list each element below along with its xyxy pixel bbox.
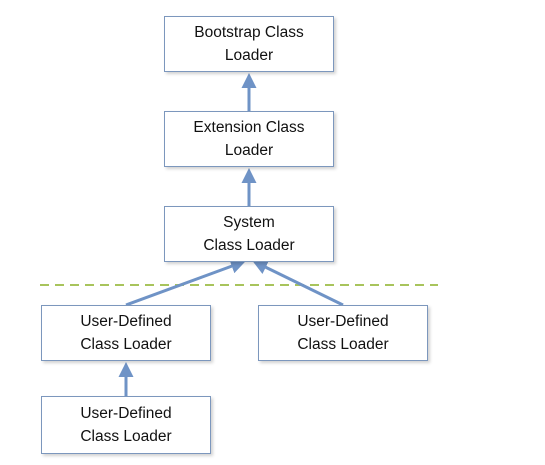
arrow-user-right-to-system <box>252 260 344 307</box>
system-class-loader-box: System Class Loader <box>164 206 334 262</box>
extension-class-loader-label: Extension Class Loader <box>193 119 305 159</box>
bootstrap-class-loader-box: Bootstrap Class Loader <box>164 16 334 72</box>
user-defined-class-loader-left-box: User-Defined Class Loader <box>41 305 211 361</box>
user-defined-class-loader-right-label: User-Defined Class Loader <box>297 313 389 353</box>
user-defined-class-loader-left-label: User-Defined Class Loader <box>80 313 172 353</box>
extension-class-loader-box: Extension Class Loader <box>164 111 334 167</box>
user-defined-class-loader-bottom-box: User-Defined Class Loader <box>41 396 211 454</box>
user-defined-class-loader-bottom-label: User-Defined Class Loader <box>80 405 172 445</box>
bootstrap-class-loader-label: Bootstrap Class Loader <box>194 24 304 64</box>
system-class-loader-label: System Class Loader <box>203 214 295 254</box>
user-defined-class-loader-right-box: User-Defined Class Loader <box>258 305 428 361</box>
arrow-user-left-to-system <box>125 259 246 307</box>
